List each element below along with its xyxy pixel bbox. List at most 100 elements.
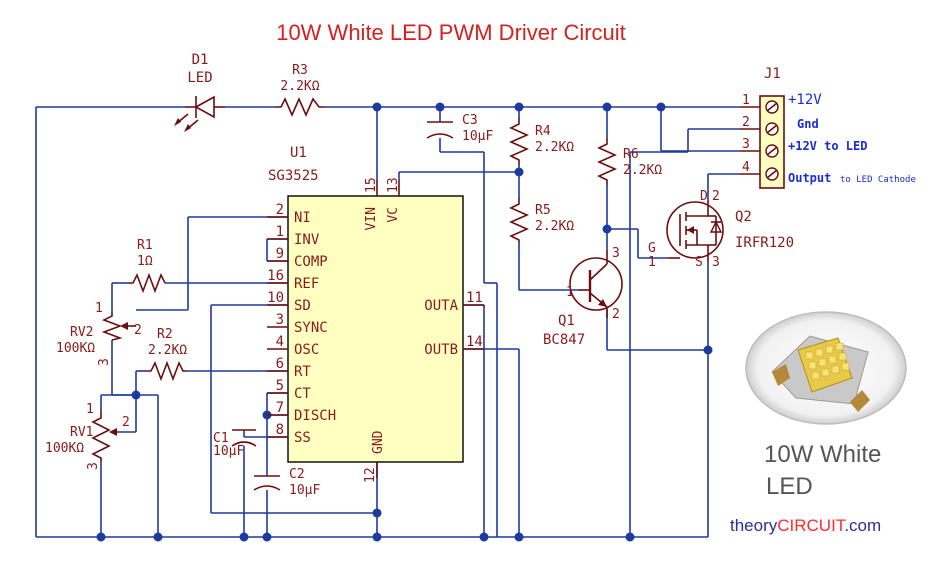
rv2-pot-symbol [101, 312, 136, 341]
u1-pin-12: 12 [363, 467, 378, 483]
u1-pin-name-1: INV [294, 232, 320, 248]
r5-value: 2.2KΩ [535, 219, 574, 234]
led-caption-line1: 10W White [764, 441, 881, 468]
u1-pin-name-14: OUTB [424, 342, 458, 358]
q2-value: IRFR120 [735, 235, 794, 251]
r2-ref: R2 [157, 327, 173, 342]
c1-symbol [231, 429, 257, 447]
j1-pin-1: 1 [742, 93, 750, 108]
q1-value: BC847 [543, 332, 585, 348]
u1-value: SG3525 [268, 168, 319, 184]
r1-value: 1Ω [137, 254, 153, 269]
diagram-title: 10W White LED PWM Driver Circuit [276, 20, 626, 45]
j1-label-12v: +12V [788, 92, 822, 108]
u1-pin-number-10: 10 [267, 290, 284, 306]
rv1-pot-symbol [91, 410, 118, 462]
u1-pin-number-11: 11 [466, 290, 483, 306]
j1-label-gnd: Gnd [797, 117, 819, 131]
r6-symbol [597, 138, 617, 185]
r5-symbol [509, 198, 529, 243]
brand-text: theoryCIRCUIT.com [730, 516, 881, 535]
u1-pin-number-9: 9 [276, 246, 284, 262]
j1-label-output-sub: to LED Cathode [840, 175, 916, 185]
u1-ic-body [287, 195, 464, 463]
q2-pin-2: 2 [712, 189, 720, 204]
r1-symbol [128, 272, 166, 294]
c3-value: 10μF [462, 129, 493, 144]
u1-bottom-pins: GND 12 [363, 430, 386, 483]
q1-pin-1: 1 [566, 285, 574, 300]
r1-ref: R1 [137, 238, 153, 253]
led-chip-photo [745, 311, 907, 425]
u1-pin-number-5: 5 [276, 378, 284, 394]
q2-ref: Q2 [735, 209, 752, 225]
u1-ref: U1 [290, 145, 307, 161]
q2-pin-3: 3 [712, 255, 720, 270]
u1-pin-number-14: 14 [466, 334, 483, 350]
u1-pin-name-3: SYNC [294, 320, 328, 336]
d1-ref: D1 [192, 52, 209, 68]
u1-pin-name-11: OUTA [424, 298, 458, 314]
j1-ref: J1 [764, 66, 781, 82]
rv2-pin-2: 2 [134, 323, 142, 338]
u1-pin-name-9: COMP [294, 254, 328, 270]
q1-transistor-symbol [569, 250, 623, 318]
u1-pin-vin-name: VIN [364, 207, 379, 230]
u1-pin-name-2: NI [294, 210, 311, 226]
r3-ref: R3 [292, 63, 308, 78]
u1-pin-name-5: CT [294, 386, 311, 402]
rv2-ref: RV2 [70, 325, 93, 340]
c2-value: 10μF [289, 483, 320, 498]
u1-pin-name-10: SD [294, 298, 311, 314]
u1-pin-name-8: SS [294, 430, 311, 446]
j1-pin-2: 2 [742, 115, 750, 130]
junction-dots [96, 102, 713, 542]
q2-drain-label: D [700, 189, 708, 204]
r2-value: 2.2KΩ [148, 343, 187, 358]
rv2-value: 100KΩ [56, 341, 95, 356]
u1-pin-number-8: 8 [276, 422, 284, 438]
rv1-value: 100KΩ [45, 441, 84, 456]
q2-source-label: S [695, 255, 703, 270]
r2-symbol [145, 360, 187, 382]
rv1-pin-1: 1 [86, 402, 94, 417]
brand-part-1: theory [730, 516, 778, 535]
r4-symbol [509, 118, 529, 165]
q1-ref: Q1 [558, 313, 575, 329]
u1-pin-name-16: REF [294, 276, 319, 292]
c3-symbol [426, 121, 454, 139]
led-caption-line2: LED [766, 473, 813, 500]
u1-pin-number-7: 7 [276, 400, 284, 416]
q2-gate-label: G [648, 241, 656, 256]
d1-value: LED [187, 70, 212, 86]
u1-pin-13: 13 [386, 177, 401, 193]
r4-value: 2.2KΩ [535, 140, 574, 155]
j1-label-output: Output [788, 171, 831, 185]
u1-pin-15: 15 [364, 177, 379, 193]
r4-ref: R4 [535, 124, 551, 139]
r6-ref: R6 [623, 147, 639, 162]
u1-pin-number-2: 2 [276, 202, 284, 218]
u1-pin-number-16: 16 [267, 268, 284, 284]
j1-label-12v-led: +12V to LED [788, 139, 867, 153]
u1-top-pins: VIN VC 15 13 [364, 177, 401, 230]
j1-pin-4: 4 [742, 160, 750, 175]
c1-ref: C1 [213, 431, 229, 446]
rv1-pin-2: 2 [122, 415, 130, 430]
brand-part-3: .com [844, 516, 881, 535]
j1-pin-3: 3 [742, 137, 750, 152]
rv2-pin-1: 1 [95, 301, 103, 316]
r6-value: 2.2KΩ [623, 163, 662, 178]
c1-value: 10μF [213, 444, 244, 459]
u1-pin-number-1: 1 [276, 224, 284, 240]
u1-pin-vc-name: VC [386, 207, 401, 223]
r3-value: 2.2KΩ [280, 79, 319, 94]
u1-pin-name-7: DISCH [294, 408, 336, 424]
j1-connector-symbol [740, 95, 785, 189]
u1-pin-name-4: OSC [294, 342, 319, 358]
q1-pin-3: 3 [612, 246, 620, 261]
